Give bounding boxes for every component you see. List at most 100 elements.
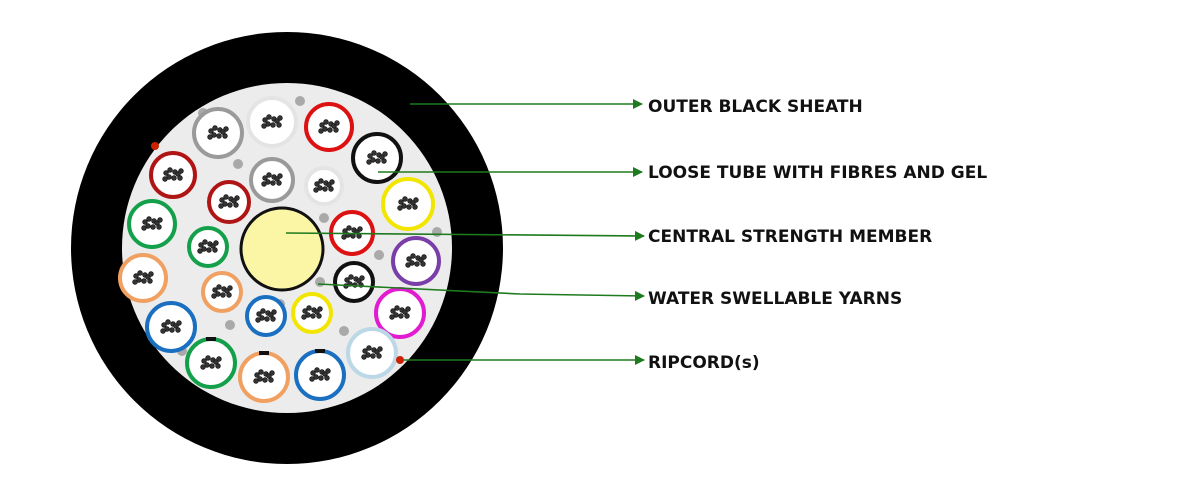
tube-ring <box>201 271 243 313</box>
fibre <box>266 114 272 120</box>
fibre <box>212 125 218 131</box>
tube-ring <box>291 292 333 334</box>
fibre <box>262 117 268 123</box>
fibre <box>276 122 282 128</box>
fibre <box>276 180 282 186</box>
fibre <box>163 170 169 176</box>
fibre <box>314 181 320 187</box>
fibre <box>262 175 268 181</box>
fibre <box>207 134 213 140</box>
loose-tube <box>187 226 229 268</box>
fibre <box>412 204 418 210</box>
fibre <box>253 378 259 384</box>
fibre <box>341 234 347 240</box>
fibre <box>359 275 365 281</box>
fibre <box>277 173 283 179</box>
loose-tube <box>374 287 426 339</box>
fibre <box>206 247 212 253</box>
fibre <box>266 172 272 178</box>
water-swellable-yarn <box>319 213 329 223</box>
fibre <box>209 363 215 369</box>
loose-tube <box>201 271 243 313</box>
fibre <box>169 327 175 333</box>
loose-tube <box>249 157 295 203</box>
tube-ring <box>185 337 237 389</box>
fibre <box>264 316 270 322</box>
loose-tube <box>185 337 237 389</box>
fibre <box>261 181 267 187</box>
callout-labels: OUTER BLACK SHEATH LOOSE TUBE WITH FIBRE… <box>648 97 987 373</box>
fibre <box>133 273 139 279</box>
fibre <box>309 376 315 382</box>
fibre <box>322 186 328 192</box>
fibre <box>398 199 404 205</box>
loose-tube <box>118 253 168 303</box>
fibre <box>213 240 219 246</box>
fibre <box>271 309 277 315</box>
fibre <box>390 308 396 314</box>
callout-arrows <box>285 99 645 365</box>
fibre <box>212 287 218 293</box>
water-swellable-yarn <box>233 159 243 169</box>
tube-ring <box>238 351 290 403</box>
loose-tube <box>391 236 441 286</box>
fibre <box>200 364 206 370</box>
tube-ring <box>294 349 346 401</box>
fibre <box>357 226 363 232</box>
fibre <box>227 285 233 291</box>
fibre <box>405 306 411 312</box>
fibre <box>160 328 166 334</box>
tube-ring <box>118 253 168 303</box>
fibre <box>394 305 400 311</box>
tube-ring <box>346 327 398 379</box>
fibre <box>254 372 260 378</box>
tube-ring <box>304 166 344 206</box>
tube-ring <box>145 301 197 353</box>
tube-ring <box>246 96 298 148</box>
fibre <box>223 194 229 200</box>
tube-ring <box>351 132 403 184</box>
loose-tube <box>207 180 251 224</box>
fibre <box>171 175 177 181</box>
fibre <box>376 353 382 359</box>
fibre <box>147 278 153 284</box>
fibre <box>222 133 228 139</box>
tube-marker <box>315 349 325 353</box>
fibre <box>314 367 320 373</box>
loose-tube <box>127 199 177 249</box>
fibre <box>414 261 420 267</box>
fibre <box>258 369 264 375</box>
fibre <box>141 225 147 231</box>
tube-ring <box>391 236 441 286</box>
fibre <box>165 319 171 325</box>
water-swellable-yarn <box>295 96 305 106</box>
fibre <box>227 202 233 208</box>
fibre <box>223 126 229 132</box>
fibre <box>410 253 416 259</box>
fibre <box>328 186 334 192</box>
fibre <box>370 353 376 359</box>
loose-tube <box>351 132 403 184</box>
loose-tubes <box>118 96 441 403</box>
fibre <box>270 180 276 186</box>
fibre <box>310 370 316 376</box>
fibre <box>334 120 340 126</box>
fibre <box>167 167 173 173</box>
fibre <box>366 159 372 165</box>
fibre <box>255 317 261 323</box>
loose-tube <box>304 166 344 206</box>
loose-tube <box>192 107 244 159</box>
loose-tube <box>381 177 435 231</box>
fibre <box>367 153 373 159</box>
fibre <box>220 292 226 298</box>
fibre <box>262 377 268 383</box>
loose-tube <box>238 351 290 403</box>
label-water-yarns: WATER SWELLABLE YARNS <box>648 289 902 309</box>
fibre <box>216 356 222 362</box>
fibre <box>389 314 395 320</box>
arrow-central-member <box>285 230 645 241</box>
fibre <box>150 224 156 230</box>
water-swellable-yarn <box>432 227 442 237</box>
fibre <box>268 377 274 383</box>
